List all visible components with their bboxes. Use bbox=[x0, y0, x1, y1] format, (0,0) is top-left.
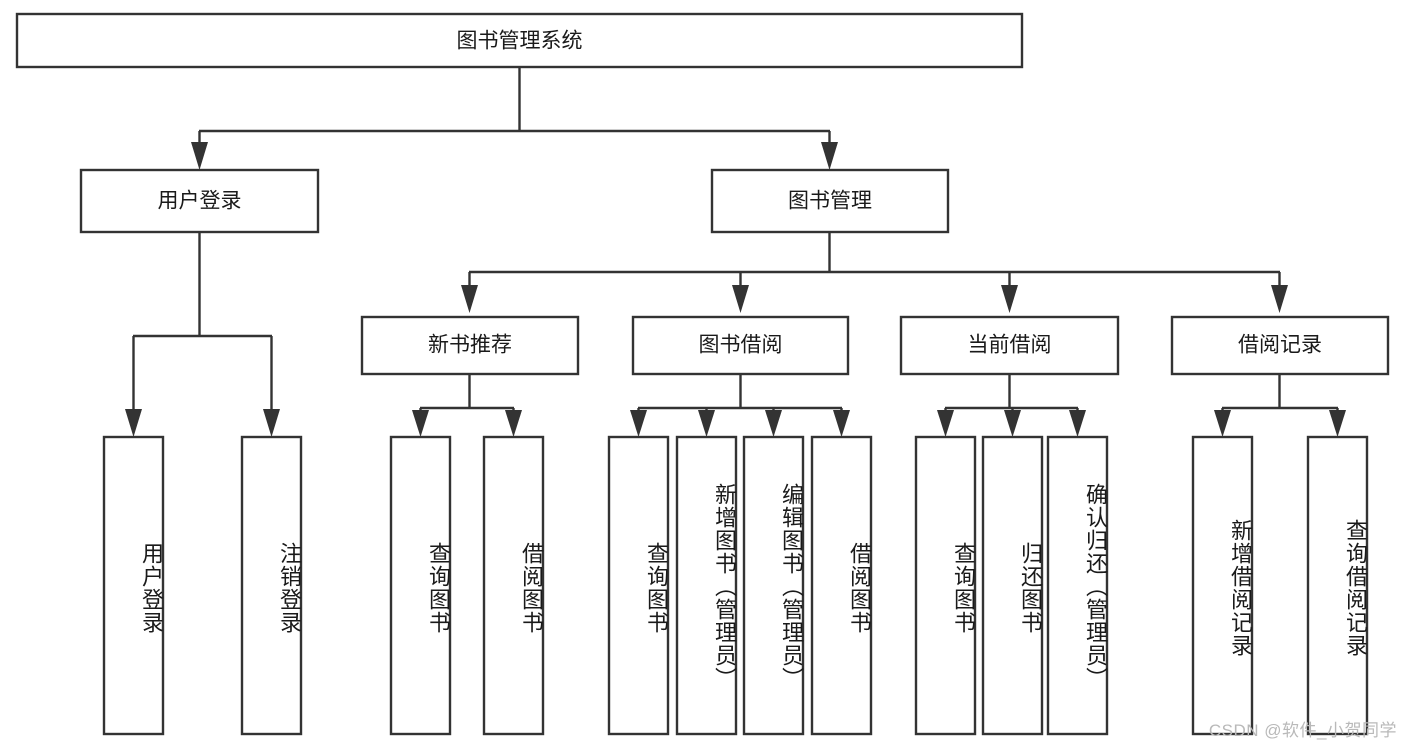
node-box-leaf-query-book-new[interactable] bbox=[389, 435, 452, 736]
node-box-leaf-query-book-current[interactable] bbox=[914, 435, 977, 736]
arrow-head-current bbox=[1001, 285, 1018, 313]
watermark-text: CSDN @软件_小贺同学 bbox=[1208, 721, 1397, 740]
node-label-book-borrow: 图书借阅 bbox=[699, 334, 783, 357]
node-label-user-login: 用户登录 bbox=[158, 190, 242, 213]
connector-group-records bbox=[1214, 374, 1346, 437]
connector-group-userlogin bbox=[125, 232, 280, 437]
node-box-leaf-borrow-book[interactable] bbox=[810, 435, 873, 736]
arrow-head-leaf-newbook-2 bbox=[505, 410, 522, 437]
connector-group-current bbox=[937, 374, 1086, 437]
arrow-head-userlogin bbox=[191, 142, 208, 170]
node-box-leaf-add-book-admin[interactable] bbox=[675, 435, 738, 736]
arrow-head-leaf-newbook-1 bbox=[412, 410, 429, 437]
arrow-head-leaf-borrow-4 bbox=[833, 410, 850, 437]
node-box-leaf-add-borrow-record[interactable] bbox=[1191, 435, 1254, 736]
node-label-current-borrow: 当前借阅 bbox=[968, 334, 1052, 357]
connector-group-borrow bbox=[630, 374, 850, 437]
arrow-head-newbook bbox=[461, 285, 478, 313]
node-box-leaf-logout[interactable] bbox=[240, 435, 303, 736]
node-label-borrow-records: 借阅记录 bbox=[1238, 334, 1322, 357]
arrow-head-leaf-borrow-2 bbox=[698, 410, 715, 437]
node-box-leaf-borrow-book-new[interactable] bbox=[482, 435, 545, 736]
arrow-head-records bbox=[1271, 285, 1288, 313]
arrow-head-borrow bbox=[732, 285, 749, 313]
node-label-root: 图书管理系统 bbox=[457, 30, 583, 53]
node-box-leaf-query-book-borrow[interactable] bbox=[607, 435, 670, 736]
node-box-user-login[interactable] bbox=[79, 168, 320, 234]
node-box-leaf-query-borrow-record[interactable] bbox=[1306, 435, 1369, 736]
node-box-borrow-records[interactable] bbox=[1170, 315, 1390, 376]
arrow-head-leaf-records-1 bbox=[1214, 410, 1231, 437]
arrow-head-leaf-records-2 bbox=[1329, 410, 1346, 437]
connector-group-bookmgmt bbox=[461, 232, 1288, 313]
node-box-leaf-user-login[interactable] bbox=[102, 435, 165, 736]
arrow-head-leaf-current-1 bbox=[937, 410, 954, 437]
arrow-head-leaf-borrow-3 bbox=[765, 410, 782, 437]
arrow-head-leaf-current-3 bbox=[1069, 410, 1086, 437]
node-box-leaf-confirm-return-admin[interactable] bbox=[1046, 435, 1109, 736]
node-box-leaf-edit-book-admin[interactable] bbox=[742, 435, 805, 736]
arrow-head-leaf-borrow-1 bbox=[630, 410, 647, 437]
node-box-leaf-return-book[interactable] bbox=[981, 435, 1044, 736]
node-box-book-management[interactable] bbox=[710, 168, 950, 234]
arrow-head-bookmgmt bbox=[821, 142, 838, 170]
node-label-new-book-recommend: 新书推荐 bbox=[428, 334, 512, 357]
node-label-book-management: 图书管理 bbox=[788, 190, 872, 213]
arrow-head-leaf-userlogin-2 bbox=[263, 409, 280, 437]
node-box-book-borrow[interactable] bbox=[631, 315, 850, 376]
node-box-new-book-recommend[interactable] bbox=[360, 315, 580, 376]
arrow-head-leaf-current-2 bbox=[1004, 410, 1021, 437]
connector-group-newbook bbox=[412, 374, 522, 437]
node-box-root[interactable] bbox=[15, 12, 1024, 69]
node-box-current-borrow[interactable] bbox=[899, 315, 1120, 376]
connector-group-root bbox=[191, 67, 838, 170]
arrow-head-leaf-userlogin-1 bbox=[125, 409, 142, 437]
